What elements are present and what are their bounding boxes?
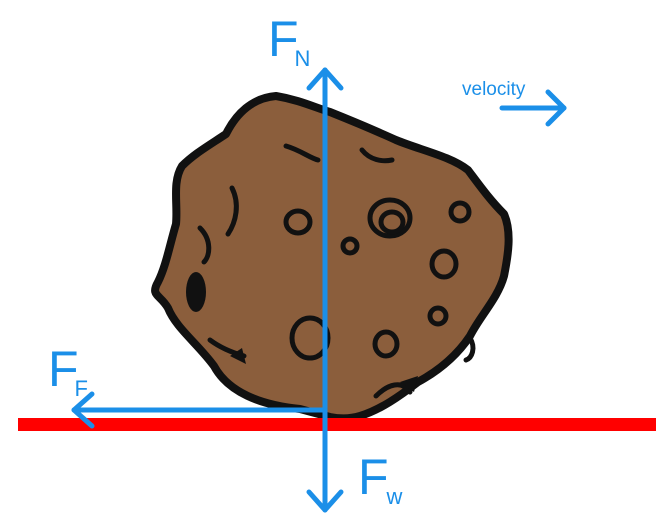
rock-crack	[373, 382, 413, 399]
rock-notch	[400, 376, 418, 392]
rock-hole	[186, 272, 206, 312]
ground-line	[18, 418, 656, 431]
rock-crack	[225, 185, 239, 237]
weight-force-symbol: F	[358, 449, 389, 505]
crater	[427, 305, 449, 327]
rock-body	[151, 92, 513, 423]
friction-force-symbol: F	[48, 341, 79, 397]
friction-force-subscript: F	[74, 376, 88, 401]
rock-notch	[230, 348, 246, 364]
normal-force-symbol: F	[268, 11, 299, 67]
crater	[378, 209, 406, 235]
rock-crack	[197, 225, 212, 265]
rock-crack	[359, 147, 395, 164]
crater	[367, 197, 413, 239]
weight-force-label: Fw	[358, 449, 404, 508]
crater	[283, 208, 313, 236]
normal-force-arrow	[306, 67, 344, 427]
crater	[340, 236, 360, 256]
crater	[429, 248, 459, 280]
normal-force-subscript: N	[294, 46, 311, 71]
weight-force-arrow	[306, 421, 344, 513]
rock-icon	[151, 92, 513, 423]
crater	[289, 315, 331, 361]
crater	[372, 329, 400, 359]
weight-force-subscript: w	[386, 484, 403, 509]
crater	[448, 200, 472, 224]
velocity-arrow	[499, 89, 567, 127]
velocity-label: velocity	[462, 79, 526, 100]
rock-crack	[463, 335, 476, 363]
friction-force-label: FF	[48, 341, 92, 400]
normal-force-label: FN	[268, 11, 314, 70]
rock-crack	[283, 143, 321, 163]
friction-force-arrow	[71, 391, 328, 429]
